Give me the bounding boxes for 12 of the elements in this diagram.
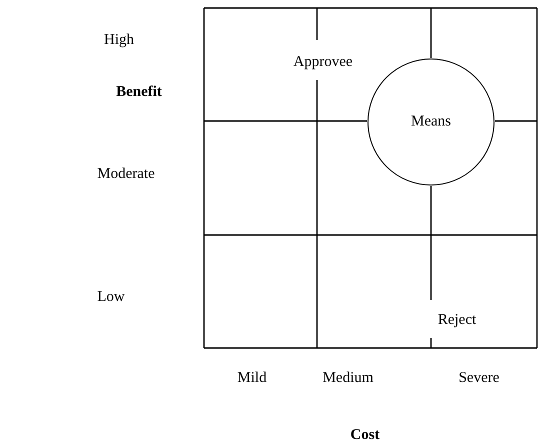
row-label: Moderate: [97, 166, 155, 182]
row-label: Low: [97, 288, 125, 306]
column-label: Severe: [458, 370, 500, 386]
axis-title: Cost: [350, 426, 380, 442]
circle-node: [367, 58, 495, 186]
row-label: High: [104, 32, 134, 48]
column-label: Medium: [322, 370, 374, 386]
axis-title: Benefit: [116, 84, 162, 100]
quadrant-label: Approvee: [293, 54, 353, 70]
node-label: Means: [411, 114, 451, 130]
column-label: Mild: [237, 370, 267, 386]
quadrant-label: Reject: [438, 312, 476, 328]
